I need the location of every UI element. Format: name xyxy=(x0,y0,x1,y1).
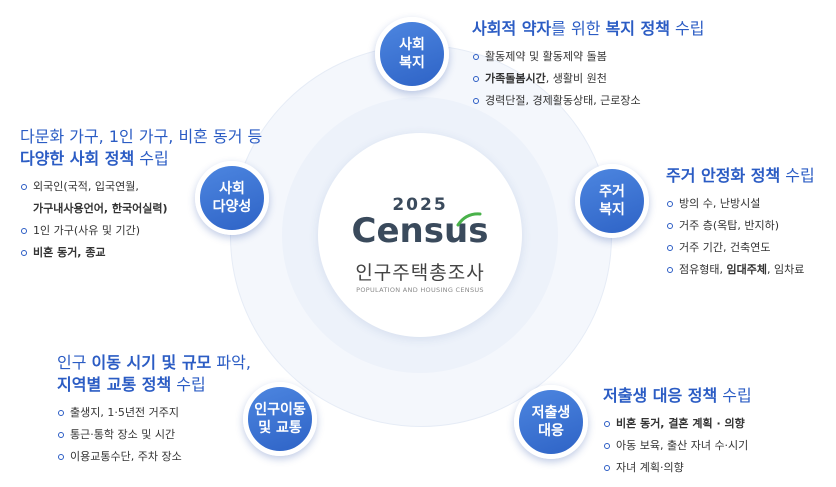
bullet-icon xyxy=(667,245,673,251)
logo-title-kr: 인구주택총조사 xyxy=(355,262,485,284)
bullet-icon xyxy=(667,267,673,273)
bullet-icon xyxy=(58,454,64,460)
list-item-continued: 가구내사용언어, 한국어실력) xyxy=(33,202,168,215)
node-migration: 인구이동 및 교통 xyxy=(243,382,317,456)
welfare-list: 활동제약 및 활동제약 돌봄 가족돌봄시간, 생활비 원천 경력단절, 경제활동… xyxy=(472,46,705,112)
lowbirth-block: 저출생 대응 정책 수립 비혼 동거, 결혼 계획 · 의향 아동 보육, 출산… xyxy=(603,385,752,479)
bullet-icon xyxy=(604,421,610,427)
diversity-block: 다문화 가구, 1인 가구, 비혼 동거 등 다양한 사회 정책 수립 외국인(… xyxy=(20,126,262,264)
node-housing: 주거 복지 xyxy=(575,164,649,238)
list-item: 거주 층(옥탑, 반지하) xyxy=(666,215,815,237)
list-item: 자녀 계획·의향 xyxy=(603,457,752,479)
list-item: 가족돌봄시간, 생활비 원천 xyxy=(472,68,705,90)
bullet-icon xyxy=(604,465,610,471)
migration-block: 인구 이동 시기 및 규모 파악, 지역별 교통 정책 수립 출생지, 1·5년… xyxy=(57,352,251,468)
list-item: 출생지, 1·5년전 거주지 xyxy=(57,402,251,424)
bullet-icon xyxy=(58,432,64,438)
list-item: 비혼 동거, 결혼 계획 · 의향 xyxy=(603,413,752,435)
list-item: 외국인(국적, 입국연월, xyxy=(20,176,262,198)
welfare-title: 사회적 약자를 위한 복지 정책 수립 xyxy=(472,19,705,38)
node-lowbirth: 저출생 대응 xyxy=(514,385,588,459)
list-item: 경력단절, 경제활동상태, 근로장소 xyxy=(472,90,705,112)
housing-list: 방의 수, 난방시설 거주 층(옥탑, 반지하) 거주 기간, 건축연도 점유형… xyxy=(666,193,815,281)
lowbirth-title: 저출생 대응 정책 수립 xyxy=(603,386,752,405)
migration-title: 인구 이동 시기 및 규모 파악, 지역별 교통 정책 수립 xyxy=(57,353,251,394)
welfare-block: 사회적 약자를 위한 복지 정책 수립 활동제약 및 활동제약 돌봄 가족돌봄시… xyxy=(472,18,705,112)
list-item: 비혼 동거, 종교 xyxy=(20,242,262,264)
housing-title: 주거 안정화 정책 수립 xyxy=(666,166,815,185)
bullet-icon xyxy=(604,443,610,449)
bullet-icon xyxy=(21,228,27,234)
list-item: 이용교통수단, 주차 장소 xyxy=(57,446,251,468)
bullet-icon xyxy=(473,54,479,60)
list-item: 점유형태, 임대주체, 임차료 xyxy=(666,259,815,281)
bullet-icon xyxy=(473,76,479,82)
census-logo: 2025 Census 인구주택총조사 POPULATION AND HOUSI… xyxy=(318,133,522,337)
node-welfare: 사회 복지 xyxy=(375,17,449,91)
logo-swoosh-icon xyxy=(456,212,482,227)
bullet-icon xyxy=(667,223,673,229)
list-item: 거주 기간, 건축연도 xyxy=(666,237,815,259)
lowbirth-list: 비혼 동거, 결혼 계획 · 의향 아동 보육, 출산 자녀 수·시기 자녀 계… xyxy=(603,413,752,479)
bullet-icon xyxy=(21,184,27,190)
list-item: 아동 보육, 출산 자녀 수·시기 xyxy=(603,435,752,457)
list-item: 방의 수, 난방시설 xyxy=(666,193,815,215)
list-item: 활동제약 및 활동제약 돌봄 xyxy=(472,46,705,68)
logo-wordmark: Census xyxy=(351,211,489,251)
list-item: 1인 가구(사유 및 기간) xyxy=(20,220,262,242)
node-diversity: 사회 다양성 xyxy=(195,161,269,235)
bullet-icon xyxy=(58,410,64,416)
diversity-title: 다문화 가구, 1인 가구, 비혼 동거 등 다양한 사회 정책 수립 xyxy=(20,127,263,168)
diversity-list: 외국인(국적, 입국연월, 가구내사용언어, 한국어실력) 1인 가구(사유 및… xyxy=(20,176,262,264)
bullet-icon xyxy=(21,250,27,256)
housing-block: 주거 안정화 정책 수립 방의 수, 난방시설 거주 층(옥탑, 반지하) 거주… xyxy=(666,165,815,281)
migration-list: 출생지, 1·5년전 거주지 통근·통학 장소 및 시간 이용교통수단, 주차 … xyxy=(57,402,251,468)
bullet-icon xyxy=(473,98,479,104)
logo-year: 2025 xyxy=(392,195,448,215)
bullet-icon xyxy=(667,201,673,207)
logo-title-en: POPULATION AND HOUSING CENSUS xyxy=(356,286,484,294)
list-item: 통근·통학 장소 및 시간 xyxy=(57,424,251,446)
